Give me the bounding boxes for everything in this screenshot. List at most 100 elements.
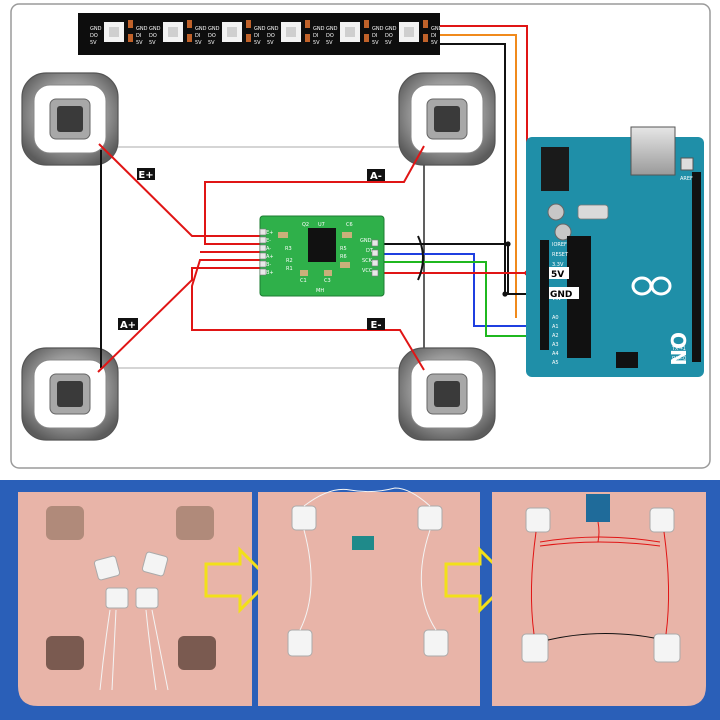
hx711-pin: [371, 239, 379, 247]
led-pad-label: GND: [90, 26, 102, 32]
svg-text:A4: A4: [552, 351, 559, 357]
label-e-plus: E+: [137, 168, 155, 181]
hx711-pin: [259, 228, 267, 236]
arrow-right-icon: [204, 546, 273, 614]
svg-text:E-: E-: [266, 238, 271, 244]
led-pad-label: DI: [254, 33, 259, 39]
svg-text:GND: GND: [550, 290, 572, 300]
wire-junction: [502, 291, 508, 297]
svg-text:E+: E+: [266, 230, 273, 236]
svg-text:GND: GND: [360, 238, 372, 244]
led-pad-label: GND: [372, 26, 384, 32]
hx711-pin: [371, 269, 379, 277]
led-pad-label: 5V: [195, 40, 202, 46]
svg-text:A1: A1: [552, 324, 559, 330]
svg-text:R2: R2: [286, 258, 293, 264]
led-pad-label: GND: [149, 26, 161, 32]
label-a-minus: A-: [367, 169, 385, 182]
led-pad-label: GND: [267, 26, 279, 32]
led-pad-label: GND: [313, 26, 325, 32]
load-cell-top-left: [21, 72, 119, 166]
label-a-plus: A+: [118, 318, 138, 331]
led-pad-label: GND: [431, 26, 443, 32]
hx711-pin: [259, 260, 267, 268]
svg-text:A3: A3: [552, 342, 559, 348]
hx711-module: Q2 U7 C6 R3 R5 R6 C1 C3 R1 R2 MH E+ E- A…: [259, 215, 385, 297]
svg-text:E+: E+: [138, 170, 153, 181]
hx711-pin: [371, 249, 379, 257]
led-pad-label: DO: [208, 33, 216, 39]
led-pad-label: 5V: [254, 40, 261, 46]
svg-text:IOREF: IOREF: [552, 242, 567, 248]
led-pad-label: 5V: [313, 40, 320, 46]
led-pad-label: GND: [136, 26, 148, 32]
svg-text:U7: U7: [318, 222, 325, 228]
led-pad-label: DO: [149, 33, 157, 39]
svg-text:A2: A2: [552, 333, 559, 339]
load-cell-bottom-left: [21, 347, 119, 441]
pin-label-gnd: GND: [549, 287, 579, 300]
led-pad-label: DI: [431, 33, 436, 39]
led-pad-label: 5V: [267, 40, 274, 46]
svg-text:C1: C1: [300, 278, 307, 284]
svg-text:A-: A-: [266, 246, 271, 252]
led-pad-label: DO: [326, 33, 334, 39]
wiring-diagram: GNDDO5VGNDDI5VGNDDO5VGNDDI5VGNDDO5VGNDDI…: [10, 3, 711, 469]
svg-text:RESET: RESET: [552, 252, 569, 258]
load-cell-wires: [97, 143, 425, 373]
svg-text:R5: R5: [340, 246, 347, 252]
led-pad-label: 5V: [208, 40, 215, 46]
hx711-pin: [259, 252, 267, 260]
svg-text:C6: C6: [346, 222, 353, 228]
led-pad-label: DO: [385, 33, 393, 39]
svg-text:RX←0: RX←0: [672, 356, 686, 362]
led-pad-label: DO: [90, 33, 98, 39]
led-pad-label: 5V: [326, 40, 333, 46]
svg-text:SCK: SCK: [362, 258, 373, 264]
hx711-pin: [371, 259, 379, 267]
led-pad-label: GND: [208, 26, 220, 32]
load-cell-top-right: [398, 72, 496, 166]
svg-text:DT: DT: [366, 248, 374, 254]
hx711-pin: [259, 244, 267, 252]
svg-text:A+: A+: [266, 254, 274, 260]
svg-text:A5: A5: [552, 360, 559, 366]
led-pad-label: 5V: [431, 40, 438, 46]
wire-crossover: [417, 235, 424, 281]
svg-text:A-: A-: [370, 171, 382, 182]
svg-text:B+: B+: [266, 270, 274, 276]
svg-text:3.3V: 3.3V: [552, 262, 564, 268]
assembly-photo-3: [492, 492, 706, 706]
led-pad-label: DI: [372, 33, 377, 39]
svg-text:R1: R1: [286, 266, 293, 272]
led-pad-label: 5V: [90, 40, 97, 46]
led-strip: GNDDO5VGNDDI5VGNDDO5VGNDDI5VGNDDO5VGNDDI…: [78, 13, 443, 55]
led-pad-label: GND: [195, 26, 207, 32]
svg-text:R6: R6: [340, 254, 347, 260]
svg-text:R3: R3: [285, 246, 292, 252]
led-pad-label: GND: [326, 26, 338, 32]
arduino-logo-icon: [631, 276, 672, 296]
wire-junction: [505, 241, 511, 247]
led-pad-label: GND: [385, 26, 397, 32]
load-cell-bottom-right: [398, 347, 496, 441]
svg-text:VCC: VCC: [362, 268, 373, 274]
led-pad-label: DI: [195, 33, 200, 39]
svg-text:B-: B-: [266, 262, 271, 268]
led-pad-label: 5V: [149, 40, 156, 46]
led-pad-label: DI: [313, 33, 318, 39]
assembly-photo-strip: [0, 480, 720, 720]
svg-text:AREF: AREF: [680, 176, 693, 182]
svg-text:ON: ON: [666, 332, 690, 366]
svg-text:Q2: Q2: [302, 222, 309, 228]
pin-label-5v: 5V: [549, 267, 569, 280]
svg-text:A0: A0: [552, 315, 559, 321]
label-e-minus: E-: [367, 318, 385, 331]
assembly-photo-2: [258, 487, 480, 706]
